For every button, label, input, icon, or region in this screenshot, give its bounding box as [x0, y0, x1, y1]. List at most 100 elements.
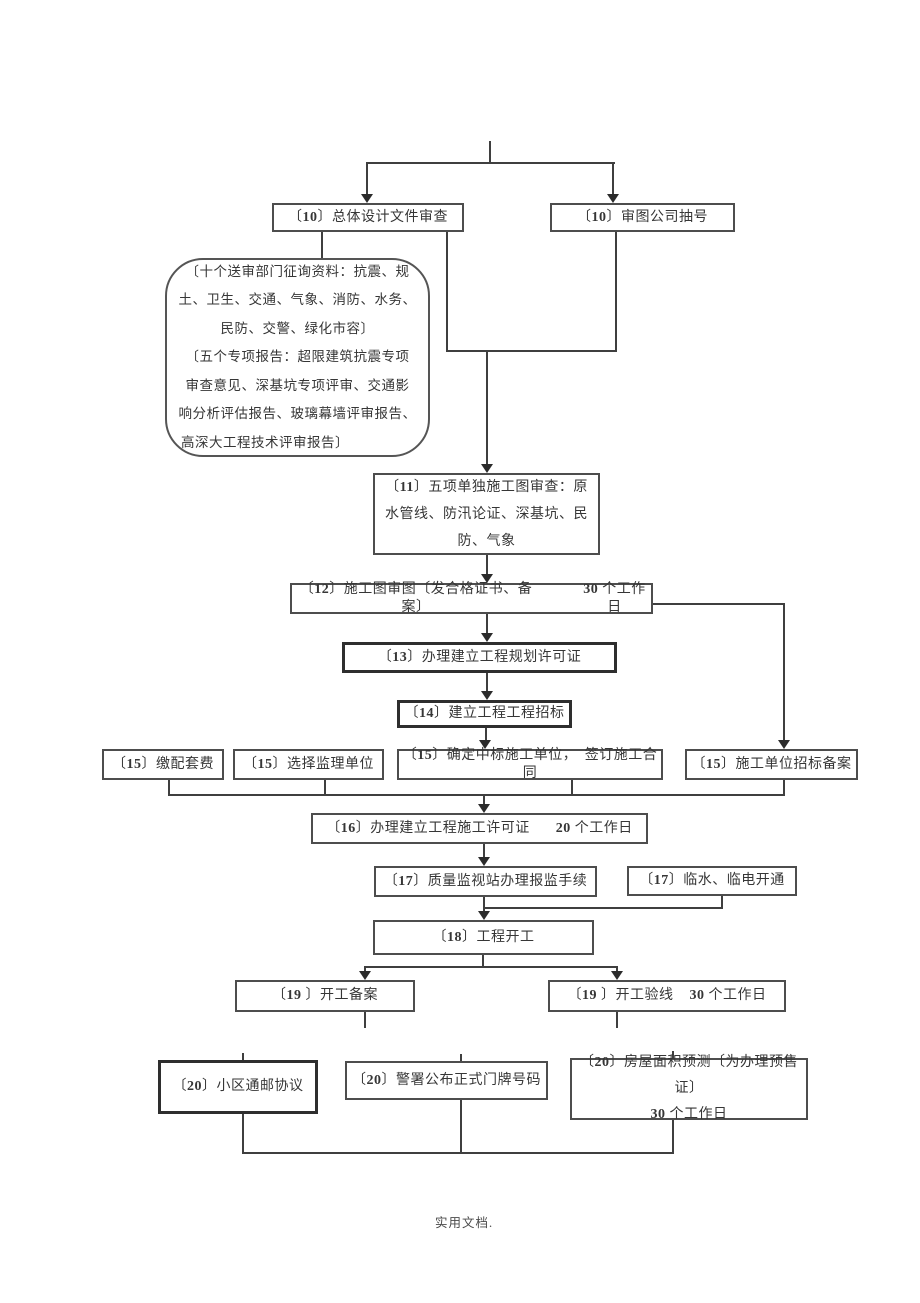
connector-line: [364, 1012, 366, 1028]
connector-line: [612, 162, 614, 196]
node-label: 〔11〕五项单独施工图审查：原 水管线、防汛论证、深基坑、民 防、气象: [385, 479, 588, 549]
duration-label: 30 个工作日: [583, 582, 646, 615]
connector-line: [460, 1099, 462, 1154]
node-commencement-filing: 〔19 〕开工备案: [235, 980, 415, 1012]
arrow-down-icon: [478, 857, 490, 866]
connector-line: [366, 162, 368, 196]
connector-line: [242, 1113, 244, 1154]
node-temporary-water-power: 〔17〕临水、临电开通: [627, 866, 797, 896]
note-line: 高深大工程技术评审报告〕: [181, 434, 349, 450]
note-line: 民防、交警、绿化市容〕: [220, 320, 375, 336]
node-label: 〔13〕办理建立工程规划许可证: [377, 649, 582, 665]
node-pay-supporting-fees: 〔15〕缴配套费: [102, 749, 224, 780]
connector-line: [446, 350, 617, 352]
connector-line: [168, 780, 170, 796]
note-line: 〔十个送审部门征询资料：抗震、规: [185, 264, 410, 280]
connector-line: [615, 232, 617, 352]
node-label: 〔17〕临水、临电开通: [639, 873, 785, 889]
node-label: 〔12〕施工图审图〔发合格证书、备案〕: [299, 582, 533, 615]
node-housing-area-forecast: 〔20〕房屋面积预测〔为办理预售证〕 30 个工作日: [570, 1055, 808, 1122]
arrow-down-icon: [481, 574, 493, 583]
arrow-down-icon: [481, 633, 493, 642]
connector-line: [242, 1053, 244, 1060]
node-label: 〔20〕小区通邮协议: [172, 1079, 304, 1095]
connector-line: [486, 350, 488, 465]
arrow-down-icon: [478, 804, 490, 813]
arrow-down-icon: [479, 740, 491, 749]
connector-line: [485, 728, 487, 741]
node-label: 〔19 〕开工备案: [272, 988, 378, 1004]
node-project-bidding: 〔14〕建立工程工程招标: [397, 700, 572, 728]
node-five-separate-drawing-reviews: 〔11〕五项单独施工图审查：原 水管线、防汛论证、深基坑、民 防、气象: [373, 473, 600, 555]
node-construction-drawing-review: 〔12〕施工图审图〔发合格证书、备案〕 30 个工作日: [290, 582, 653, 615]
arrow-down-icon: [359, 971, 371, 980]
node-label: 〔15〕确定中标施工单位， 签订施工合同: [402, 748, 658, 781]
node-label: 〔15〕缴配套费: [112, 756, 214, 772]
node-label: 〔20〕警署公布正式门牌号码: [352, 1072, 541, 1088]
connector-line: [486, 555, 488, 575]
node-label: 〔10〕总体设计文件审查: [288, 209, 448, 225]
connector-line: [486, 673, 488, 692]
node-label: 〔14〕建立工程工程招标: [404, 706, 565, 722]
note-line: 响分析评估报告、玻璃幕墙评审报告、: [178, 406, 417, 422]
connector-line: [721, 896, 723, 909]
node-construction-permit: 〔16〕办理建立工程施工许可证 20 个工作日: [311, 813, 648, 844]
arrow-down-icon: [611, 971, 623, 980]
connector-line: [242, 1152, 674, 1154]
note-line: 〔五个专项报告：超限建筑抗震专项: [185, 349, 410, 365]
node-label: 〔16〕办理建立工程施工许可证: [326, 820, 530, 836]
arrow-down-icon: [478, 911, 490, 920]
node-label: 〔17〕质量监视站办理报监手续: [383, 873, 588, 889]
connector-line: [365, 966, 618, 968]
connector-line: [783, 603, 785, 741]
node-overall-design-review: 〔10〕总体设计文件审查: [272, 203, 464, 232]
node-drawing-review-company-lottery: 〔10〕审图公司抽号: [550, 203, 735, 232]
connector-line: [672, 1119, 674, 1154]
duration-label: 30 个工作日: [689, 988, 767, 1004]
connector-line: [483, 907, 723, 909]
connector-line: [672, 1051, 674, 1058]
connector-line: [482, 955, 484, 968]
connector-line: [616, 966, 618, 974]
node-label: 〔10〕审图公司抽号: [577, 209, 708, 225]
note-line: 审查意见、深基坑专项评审、交通影: [185, 377, 410, 393]
node-select-supervision-unit: 〔15〕选择监理单位: [233, 749, 384, 780]
connector-line: [168, 794, 785, 796]
node-quality-supervision-registration: 〔17〕质量监视站办理报监手续: [374, 866, 597, 897]
node-label: 〔20〕房屋面积预测〔为办理预售证〕: [580, 1055, 798, 1096]
arrow-down-icon: [778, 740, 790, 749]
connector-line: [460, 1054, 462, 1061]
node-label: 〔18〕工程开工: [432, 929, 535, 945]
node-police-street-number: 〔20〕警署公布正式门牌号码: [345, 1061, 548, 1100]
duration-label: 20 个工作日: [555, 820, 633, 836]
arrow-down-icon: [607, 194, 619, 203]
connector-line: [571, 780, 573, 796]
connector-line: [321, 232, 323, 258]
arrow-down-icon: [481, 691, 493, 700]
node-label: 〔15〕选择监理单位: [243, 756, 374, 772]
connector-line: [486, 613, 488, 634]
node-commencement-line-check: 〔19 〕开工验线 30 个工作日: [548, 980, 786, 1012]
footer-watermark: 实用文档.: [435, 1216, 494, 1230]
connector-line: [483, 794, 485, 805]
node-contractor-bid-filing: 〔15〕施工单位招标备案: [685, 749, 858, 780]
connector-line: [653, 603, 785, 605]
node-confirm-winning-contractor: 〔15〕确定中标施工单位， 签订施工合同: [397, 748, 663, 781]
connector-line: [616, 1012, 618, 1028]
connector-line: [489, 141, 491, 164]
connector-line: [364, 966, 366, 974]
connector-line: [483, 897, 485, 912]
connector-line: [783, 780, 785, 796]
node-community-mail-agreement: 〔20〕小区通邮协议: [158, 1060, 318, 1114]
arrow-down-icon: [361, 194, 373, 203]
node-label: 〔15〕施工单位招标备案: [691, 756, 852, 772]
connector-line: [446, 232, 448, 352]
node-project-commencement: 〔18〕工程开工: [373, 920, 594, 955]
connector-line: [483, 844, 485, 858]
connector-line: [324, 780, 326, 796]
note-line: 土、卫生、交通、气象、消防、水务、: [178, 292, 417, 308]
node-planning-permit: 〔13〕办理建立工程规划许可证: [342, 642, 617, 673]
duration-label: 30 个工作日: [650, 1107, 728, 1122]
arrow-down-icon: [481, 464, 493, 473]
